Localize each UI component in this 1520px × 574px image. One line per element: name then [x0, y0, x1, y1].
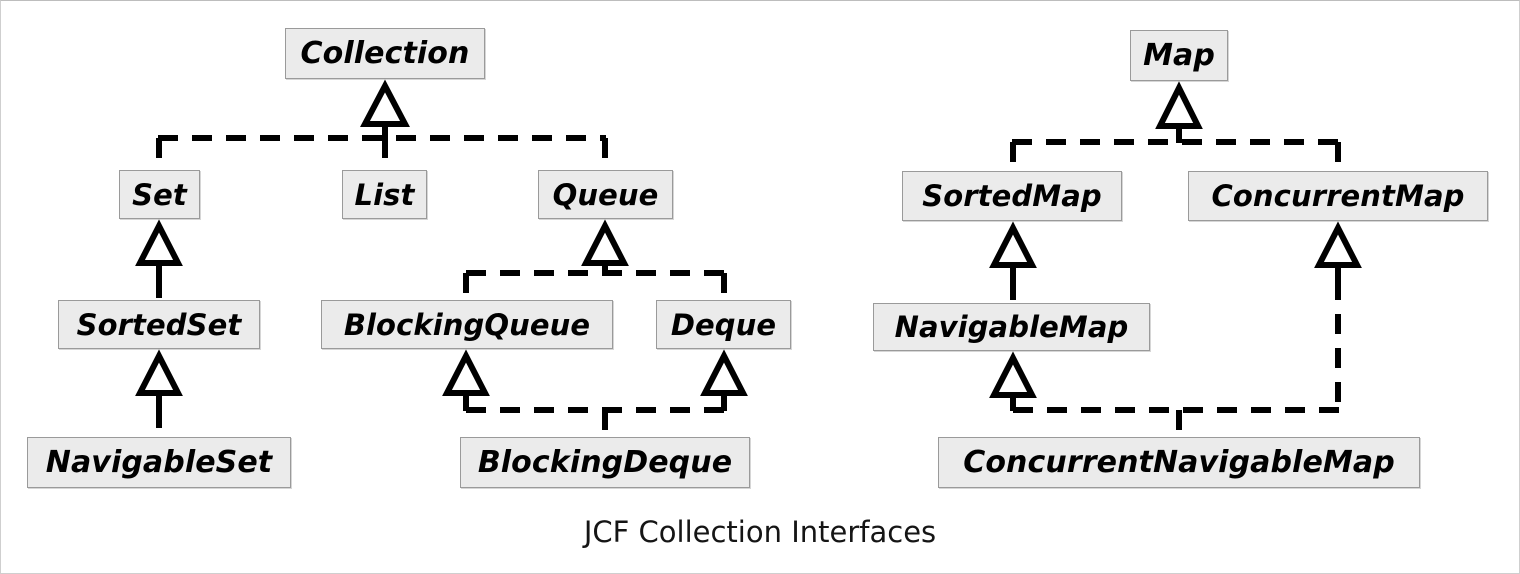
class-node-label: SortedSet	[76, 307, 242, 342]
class-node-sortedset[interactable]: SortedSet	[58, 300, 260, 349]
class-node-set[interactable]: Set	[119, 170, 200, 219]
class-node-label: ConcurrentNavigableMap	[963, 445, 1395, 480]
class-node-label: NavigableSet	[45, 445, 273, 480]
class-node-blockingdeque[interactable]: BlockingDeque	[460, 437, 750, 488]
class-node-concurrentnavigablemap[interactable]: ConcurrentNavigableMap	[938, 437, 1420, 488]
class-node-label: BlockingQueue	[343, 307, 591, 342]
class-node-label: ConcurrentMap	[1211, 179, 1465, 213]
diagram-caption: JCF Collection Interfaces	[583, 515, 937, 549]
class-node-deque[interactable]: Deque	[656, 300, 791, 349]
class-node-navigableset[interactable]: NavigableSet	[27, 437, 291, 488]
generalization-arrow-to-map	[1155, 81, 1203, 143]
class-node-label: Collection	[300, 36, 470, 71]
generalization-arrow-to-concurrentmap	[1314, 221, 1362, 281]
class-node-queue[interactable]: Queue	[538, 170, 673, 219]
class-node-label: NavigableMap	[894, 310, 1129, 344]
class-node-label: Map	[1143, 38, 1215, 73]
class-node-label: Deque	[670, 307, 777, 342]
generalization-arrow-to-collection	[360, 79, 410, 139]
class-node-label: List	[354, 177, 415, 212]
class-node-label: BlockingDeque	[477, 445, 733, 480]
class-node-navigablemap[interactable]: NavigableMap	[873, 303, 1150, 351]
class-node-map[interactable]: Map	[1130, 30, 1228, 81]
class-node-concurrentmap[interactable]: ConcurrentMap	[1188, 171, 1488, 221]
class-node-sortedmap[interactable]: SortedMap	[902, 171, 1122, 221]
class-node-label: Set	[132, 177, 187, 212]
generalization-arrow-to-set	[135, 219, 183, 279]
class-node-list[interactable]: List	[342, 170, 427, 219]
generalization-arrow-to-sortedset	[135, 349, 183, 409]
class-node-blockingqueue[interactable]: BlockingQueue	[321, 300, 613, 349]
class-node-label: SortedMap	[922, 179, 1102, 213]
generalization-arrow-to-sortedmap	[989, 221, 1037, 281]
class-node-collection[interactable]: Collection	[285, 28, 485, 79]
class-node-label: Queue	[552, 177, 659, 212]
